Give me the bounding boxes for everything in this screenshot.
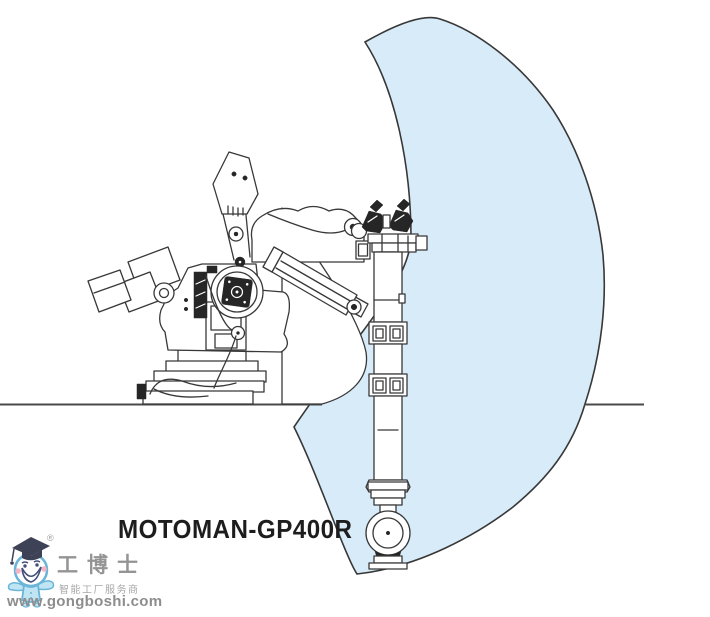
- work-envelope-shape: [293, 16, 606, 575]
- robot-upper-arm: [250, 205, 365, 263]
- robot-line-drawing: [87, 151, 428, 570]
- watermark-tagline: 智能工厂服务商: [59, 585, 140, 596]
- robot-base: [136, 349, 267, 405]
- robot-balancer-cylinder: [262, 246, 369, 318]
- mascot-smile: [21, 566, 42, 583]
- robot-left-motor-block: [87, 246, 181, 313]
- robot-forearm: [368, 251, 408, 481]
- watermark-brand-name: 工博士: [57, 552, 147, 577]
- cap-tassel: [11, 548, 15, 562]
- robot-shoulder-joint: [205, 265, 264, 389]
- watermark-url: www.gongboshi.com: [7, 593, 163, 610]
- model-label: MOTOMAN-GP400R: [118, 514, 353, 544]
- robot-wrist-motors: [350, 198, 414, 260]
- gongboshi-graduate-mascot-icon: [7, 537, 55, 608]
- registered-trademark-symbol: ®: [47, 533, 54, 543]
- robot-crank-link: [212, 151, 259, 268]
- robot-wrist-flange: [365, 479, 411, 570]
- graduation-cap-icon: [12, 537, 50, 556]
